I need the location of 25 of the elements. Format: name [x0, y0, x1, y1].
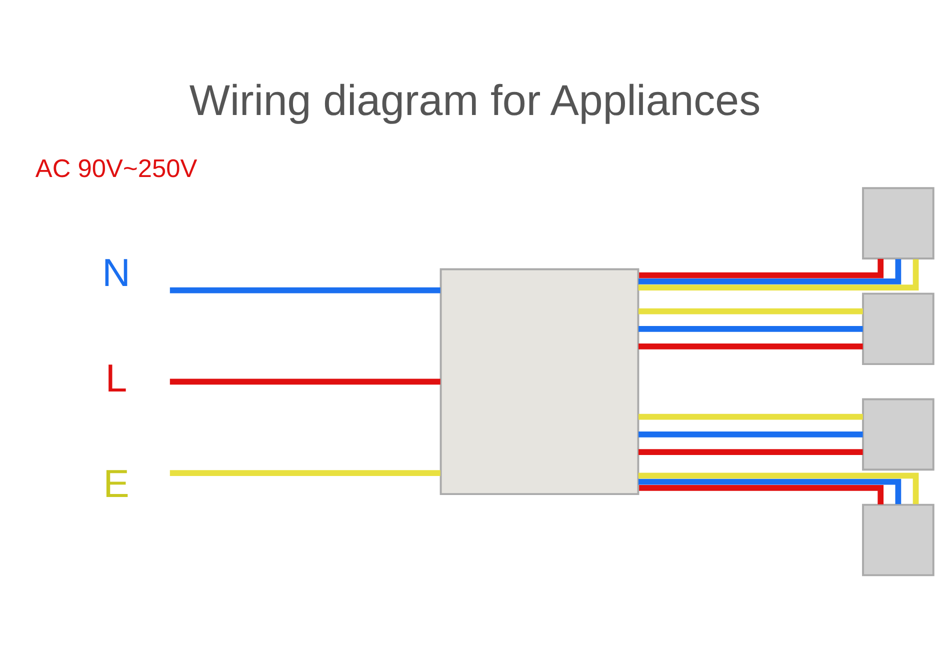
node-box: [862, 503, 934, 576]
node-box: [862, 398, 934, 470]
node-box: [862, 186, 934, 259]
connector: [639, 484, 884, 504]
connector: [638, 472, 919, 504]
connector: [639, 258, 884, 278]
node-box: [862, 292, 934, 365]
connector: [638, 478, 902, 504]
connector: [638, 258, 902, 284]
connector: [170, 286, 440, 293]
node-box: [440, 268, 640, 495]
connector: [170, 378, 440, 384]
diagram-title: Wiring diagram for Appliances: [189, 76, 761, 125]
connector: [638, 325, 863, 332]
node-text: N: [102, 251, 130, 294]
node-text: E: [103, 462, 130, 506]
connector: [638, 343, 863, 349]
connector: [638, 413, 863, 420]
node-text: L: [105, 356, 128, 400]
connector: [638, 258, 919, 290]
label: AC 90V~250V: [35, 154, 198, 183]
connector: [638, 448, 863, 454]
connector: [170, 470, 440, 476]
connector: [638, 308, 863, 314]
connector: [638, 431, 863, 437]
